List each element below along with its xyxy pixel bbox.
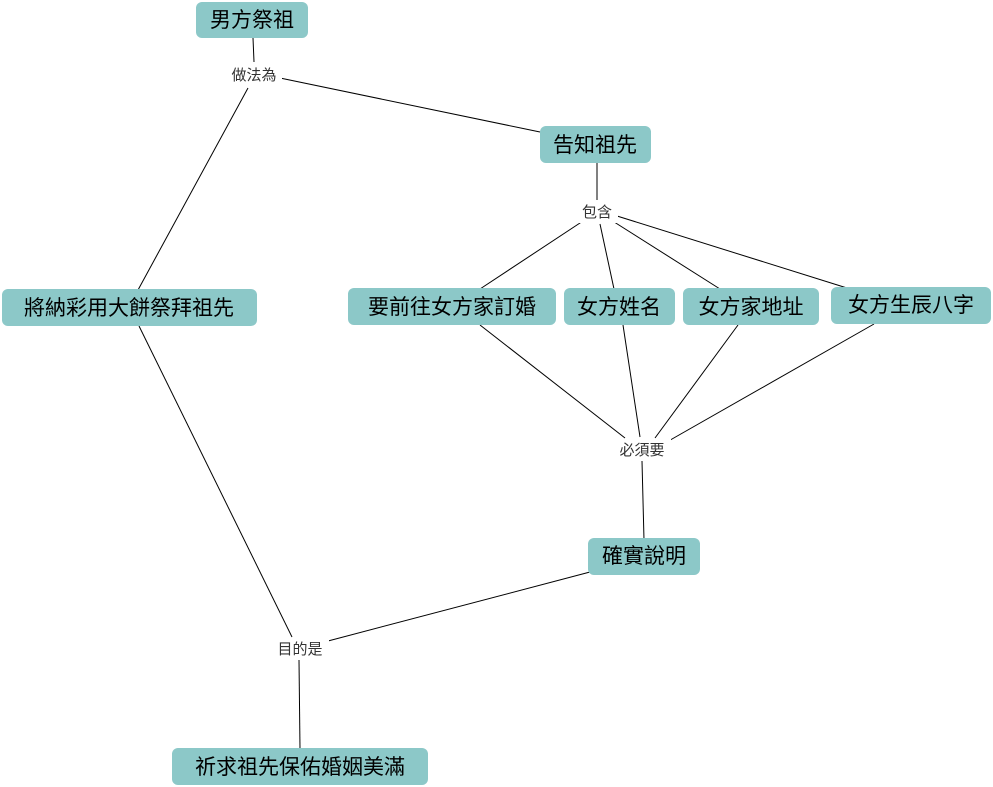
node-will-propose: 要前往女方家訂婚 [348, 288, 556, 325]
link-includes: 包含 [576, 201, 618, 223]
link-must: 必須要 [613, 439, 671, 461]
edge-method-to-offer [137, 87, 249, 291]
link-includes-label: 包含 [582, 203, 612, 221]
node-bride-name: 女方姓名 [564, 288, 675, 325]
node-bride-birth-chart-label: 女方生辰八字 [848, 293, 974, 317]
edge-bride-name-to-must [622, 324, 641, 438]
node-bride-birth-chart: 女方生辰八字 [831, 287, 991, 324]
edges [137, 37, 875, 750]
edge-offer-to-purpose [138, 325, 293, 638]
edge-includes-to-bride-address [610, 219, 721, 290]
node-groom-ancestor-worship: 男方祭祖 [196, 2, 308, 38]
node-explain-truly-label: 確實說明 [602, 544, 686, 568]
node-pray-blessing-label: 祈求祖先保佑婚姻美滿 [195, 755, 405, 779]
link-purpose-label: 目的是 [277, 640, 322, 658]
edge-explain-to-purpose [327, 571, 591, 642]
link-method: 做法為 [226, 64, 282, 86]
node-groom-ancestor-worship-label: 男方祭祖 [210, 8, 294, 32]
node-bride-name-label: 女方姓名 [577, 295, 661, 319]
edge-bride-address-to-must [654, 324, 739, 439]
node-inform-ancestors-label: 告知祖先 [553, 133, 637, 157]
link-method-label: 做法為 [231, 66, 276, 84]
node-bride-address-label: 女方家地址 [699, 295, 804, 319]
edge-includes-to-birth-chart [616, 215, 848, 289]
node-inform-ancestors: 告知祖先 [540, 126, 651, 163]
link-must-label: 必須要 [619, 441, 664, 459]
edge-includes-to-bride-name [599, 223, 615, 290]
edge-purpose-to-pray [298, 659, 301, 750]
edge-includes-to-will-propose [479, 220, 584, 290]
node-pray-blessing: 祈求祖先保佑婚姻美滿 [172, 748, 428, 785]
edge-method-to-inform [279, 77, 541, 133]
link-purpose: 目的是 [271, 638, 329, 660]
node-explain-truly: 確實說明 [588, 538, 700, 575]
node-will-propose-label: 要前往女方家訂婚 [368, 295, 536, 319]
edge-groom-to-method [252, 37, 255, 63]
node-bride-address: 女方家地址 [683, 288, 819, 325]
edge-must-to-explain [641, 460, 645, 541]
node-offer-cakes-label: 將納彩用大餅祭拜祖先 [24, 296, 234, 320]
edge-birth-chart-to-must [664, 323, 875, 444]
node-offer-cakes: 將納彩用大餅祭拜祖先 [2, 289, 257, 326]
edge-will-propose-to-must [479, 324, 626, 439]
